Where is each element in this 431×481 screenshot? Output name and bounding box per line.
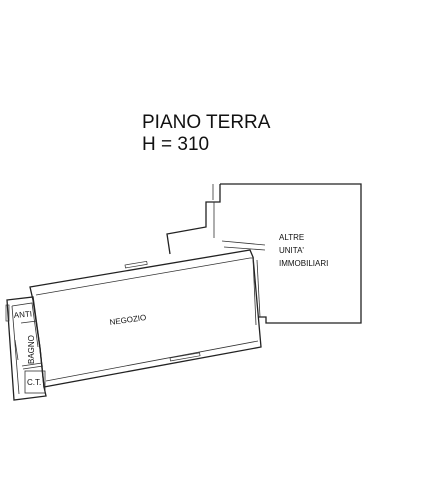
adjacent-units-outline (166, 183, 362, 324)
room-label-altre-2: UNITA' (279, 246, 304, 255)
room-label-ct: C.T. (27, 378, 41, 387)
room-label-altre-3: IMMOBILIARI (279, 259, 328, 268)
floor-height: H = 310 (142, 134, 209, 155)
floor-title: PIANO TERRA (142, 112, 271, 133)
service-rooms-outline (6, 296, 47, 401)
room-label-bagno: BAGNO (27, 335, 36, 364)
room-label-negozio: NEGOZIO (109, 313, 147, 327)
window-openings (5, 260, 201, 362)
shop-room-outline (29, 249, 262, 388)
room-label-anti: ANTI (13, 309, 32, 320)
room-label-altre-1: ALTRE (279, 233, 304, 242)
